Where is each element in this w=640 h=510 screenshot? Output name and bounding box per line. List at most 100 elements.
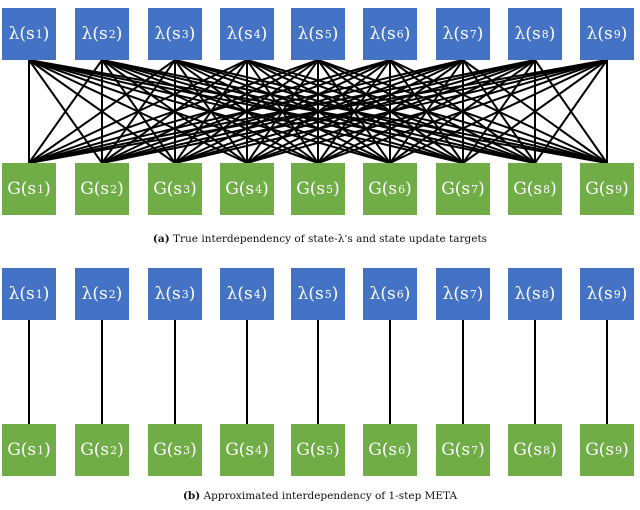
panel-b-g-node-6-close: ) [405, 440, 412, 460]
panel-a-caption-text: True interdependency of state-λ's and st… [173, 233, 488, 245]
panel-a-lambda-node-6-close: ) [403, 24, 411, 44]
edge-lambda7-g1 [28, 59, 464, 164]
panel-b-g-node-4-close: ) [262, 440, 269, 460]
panel-a-lambda-node-9-close: ) [620, 24, 628, 44]
panel-a-g-node-5-fn: G(s [296, 179, 326, 199]
panel-b-lambda-node-5-subscript: 5 [324, 287, 332, 301]
edge-lambda9-g3 [174, 59, 608, 164]
edge-lambda9-g5 [317, 59, 608, 164]
panel-b-g-node-4-fn: G(s [225, 440, 255, 460]
panel-b-lambda-node-8-subscript: 8 [541, 287, 549, 301]
panel-a-lambda-node-8-subscript: 8 [541, 27, 549, 41]
panel-b-g-node-6-subscript: 6 [398, 443, 406, 457]
panel-a-g-node-2-fn: G(s [80, 179, 110, 199]
panel-a-lambda-node-1-subscript: 1 [35, 27, 43, 41]
panel-a-g-node-3-fn: G(s [153, 179, 183, 199]
panel-b-g-node-9-fn: G(s [585, 440, 615, 460]
panel-a-lambda-node-3-close: ) [188, 24, 196, 44]
panel-a-lambda-node-2-close: ) [115, 24, 123, 44]
panel-b-g-node-1-close: ) [44, 440, 51, 460]
panel-a-g-node-9-fn: G(s [585, 179, 615, 199]
panel-b-lambda-node-1-fn: λ(s [8, 284, 35, 304]
edge-lambda9-g8 [534, 59, 608, 164]
panel-b-g-node-1-subscript: 1 [37, 443, 45, 457]
panel-a-g-node-7-close: ) [478, 179, 485, 199]
panel-b-lambda-node-8-close: ) [548, 284, 556, 304]
panel-a-g-node-7-fn: G(s [441, 179, 471, 199]
panel-a-g-node-1-fn: G(s [7, 179, 37, 199]
edge-lambda3-g1 [28, 59, 176, 164]
panel-b-g-node-7-fn: G(s [441, 440, 471, 460]
panel-b-lambda-node-6-fn: λ(s [369, 284, 396, 304]
panel-b-g-node-4-subscript: 4 [255, 443, 263, 457]
panel-b-lambda-node-4-close: ) [260, 284, 268, 304]
panel-a-caption: (a) True interdependency of state-λ's an… [0, 233, 640, 245]
edge-lambda8-g1 [28, 59, 536, 164]
panel-a-caption-label: (a) [152, 233, 170, 245]
panel-a-g-node-6-close: ) [405, 179, 412, 199]
panel-b-lambda-node-3-subscript: 3 [181, 287, 189, 301]
panel-a-lambda-node-2-fn: λ(s [81, 24, 108, 44]
panel-b-g-node-2-close: ) [117, 440, 124, 460]
panel-b-caption: (b) Approximated interdependency of 1-st… [0, 490, 640, 502]
panel-b-lambda-node-6-subscript: 6 [396, 287, 404, 301]
panel-b-g-node-3-close: ) [190, 440, 197, 460]
panel-b-lambda-node-5-fn: λ(s [297, 284, 324, 304]
panel-a-lambda-node-7-subscript: 7 [469, 27, 477, 41]
panel-a-g-node-9-subscript: 9 [615, 182, 623, 196]
panel-b-lambda-node-1-close: ) [42, 284, 50, 304]
panel-b-g-node-1-fn: G(s [7, 440, 37, 460]
panel-b-lambda-node-7-close: ) [476, 284, 484, 304]
panel-b-lambda-node-9-fn: λ(s [586, 284, 613, 304]
panel-a-edges [28, 59, 608, 164]
panel-a-lambda-node-4-subscript: 4 [253, 27, 261, 41]
panel-a-lambda-node-1-fn: λ(s [8, 24, 35, 44]
panel-b-g-node-6-fn: G(s [368, 440, 398, 460]
edge-lambda9-g2 [101, 59, 608, 164]
panel-a-g-node-6-fn: G(s [368, 179, 398, 199]
edge-lambda9-g7 [462, 59, 608, 164]
panel-a-g-node-3-close: ) [190, 179, 197, 199]
panel-a-g-node-6-subscript: 6 [398, 182, 406, 196]
panel-b-lambda-node-9-close: ) [620, 284, 628, 304]
panel-a-lambda-node-6-subscript: 6 [396, 27, 404, 41]
panel-a-g-node-2-subscript: 2 [110, 182, 118, 196]
panel-a-lambda-node-3-subscript: 3 [181, 27, 189, 41]
panel-b-g-node-8-fn: G(s [513, 440, 543, 460]
panel-b-lambda-node-8-fn: λ(s [514, 284, 541, 304]
panel-a-lambda-node-4-fn: λ(s [226, 24, 253, 44]
panel-a-lambda-node-3-fn: λ(s [154, 24, 181, 44]
panel-a-g-node-2-close: ) [117, 179, 124, 199]
panel-b-lambda-node-5-close: ) [331, 284, 339, 304]
panel-a-lambda-node-1-close: ) [42, 24, 50, 44]
edge-lambda2-g1 [28, 59, 103, 164]
panel-a-g-node-8-subscript: 8 [543, 182, 551, 196]
panel-b-lambda-node-9-subscript: 9 [613, 287, 621, 301]
